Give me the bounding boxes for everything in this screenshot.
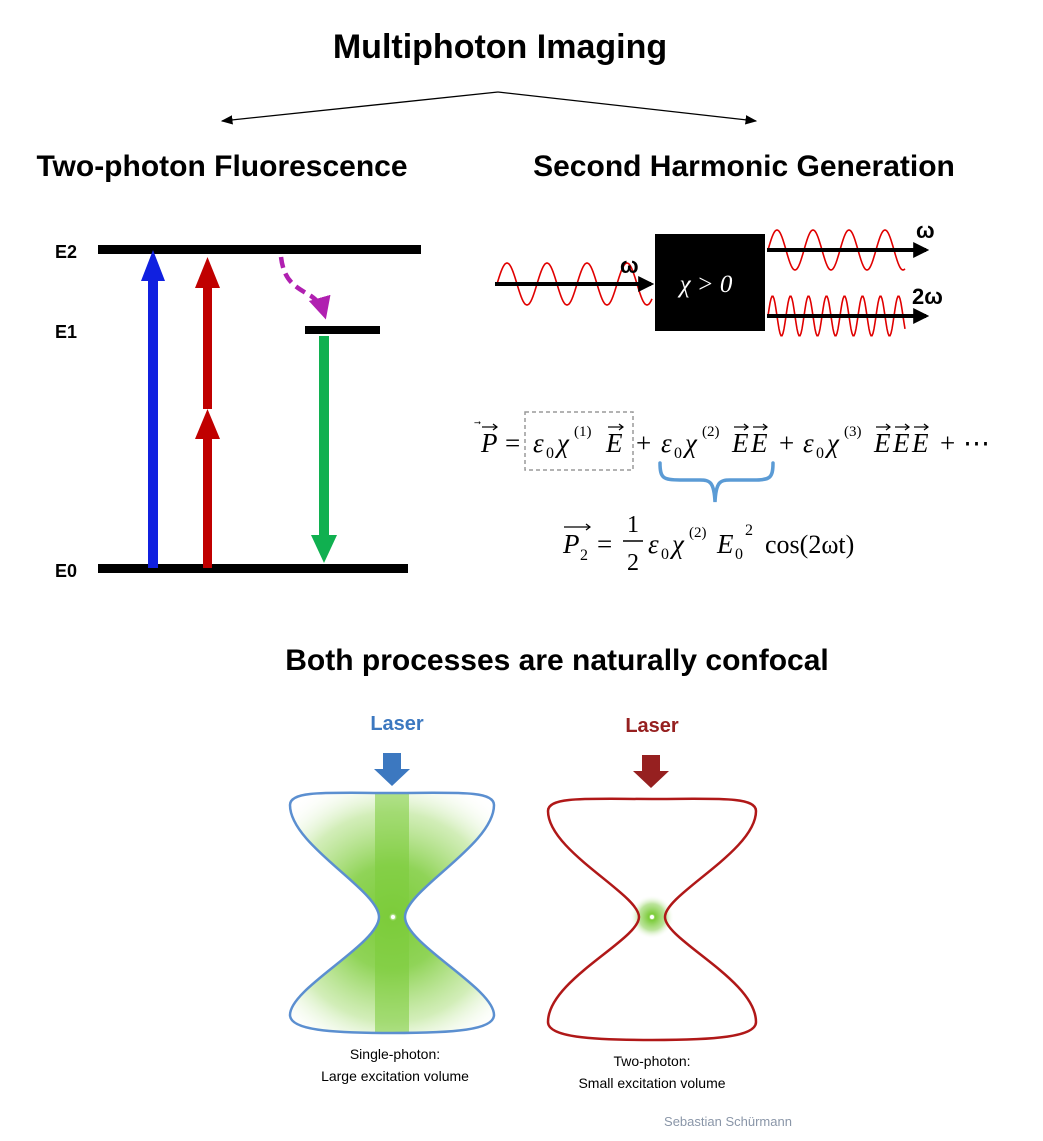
laser-label-right: Laser <box>625 715 679 737</box>
e1-label: E1 <box>55 322 77 342</box>
e0-level-line <box>98 564 408 573</box>
eq2-sub2: 2 <box>580 547 588 564</box>
eq2-sub0: 0 <box>661 546 669 563</box>
linear-term-box <box>524 411 634 471</box>
caption-left-line2: Large excitation volume <box>321 1068 469 1084</box>
eq2-numerator: 1 <box>627 512 639 538</box>
output-frequency-label-2: 2ω <box>912 284 943 309</box>
shg-diagram: ω χ > 0 ω 2ω <box>495 218 943 337</box>
eq-plus-2: + <box>779 428 794 458</box>
input-wave <box>496 262 653 306</box>
focal-point-right <box>650 915 654 919</box>
output-wave-second-harmonic <box>767 295 906 337</box>
eq-sub0-3: 0 <box>816 445 824 462</box>
single-photon-panel: Laser Single-photon: Large excitation vo… <box>288 713 496 1084</box>
eq2-e: E <box>716 529 734 559</box>
energy-level-diagram: E2 E1 E0 <box>55 242 421 581</box>
eq-p: P <box>480 428 498 458</box>
caption-left-line1: Single-photon: <box>350 1046 440 1062</box>
red-photon-arrow-lower <box>195 409 220 568</box>
output-frequency-label-1: ω <box>916 218 935 243</box>
eq2-cos: cos(2ωt) <box>765 530 854 559</box>
laser-arrow-right <box>633 755 669 788</box>
eq-sup3: (3) <box>844 424 862 440</box>
eq2-sup2: (2) <box>689 525 707 541</box>
shg-heading: Second Harmonic Generation <box>533 150 955 183</box>
caption-right-line2: Small excitation volume <box>578 1075 725 1091</box>
eq-plus-1: + <box>636 428 651 458</box>
eq2-e-sub0: 0 <box>735 546 743 563</box>
eq-sup2: (2) <box>702 424 720 440</box>
e1-level-line <box>305 326 380 334</box>
eq-chi-3: χ <box>824 428 840 458</box>
eq-sub0-2: 0 <box>674 445 682 462</box>
e2-label: E2 <box>55 242 77 262</box>
second-harmonic-equation: P 2 = 1 2 ε 0 χ (2) E 0 2 cos(2ωt) <box>562 512 854 576</box>
single-photon-beam-outline <box>288 791 496 1035</box>
red-photon-arrow-upper <box>195 257 220 409</box>
eq-chi-2: χ <box>682 428 698 458</box>
eq2-equals: = <box>597 529 612 559</box>
green-emission-arrow <box>311 336 337 563</box>
laser-label-left: Laser <box>370 713 424 735</box>
branch-arrows <box>220 91 758 125</box>
e2-level-line <box>98 245 421 254</box>
eq2-p: P <box>562 529 580 559</box>
eq-e-3a: E <box>873 428 891 458</box>
second-order-bracket <box>658 461 775 503</box>
eq-e-1: E <box>605 428 623 458</box>
polarization-equation: P ⃗ = ε 0 χ (1) E + ε 0 χ (2) E E + ε 0 … <box>474 411 990 471</box>
two-photon-beam-outline <box>546 797 758 1042</box>
eq2-e-sup2: 2 <box>745 522 753 539</box>
eq-e-2a: E <box>731 428 749 458</box>
eq-eps-1: ε <box>533 428 544 458</box>
eq-e-2b: E <box>750 428 768 458</box>
eq-eps-3: ε <box>803 428 814 458</box>
relaxation-arrow <box>278 256 331 320</box>
eq-chi-1: χ <box>554 428 570 458</box>
confocal-subtitle: Both processes are naturally confocal <box>285 644 829 677</box>
eq-e-3b: E <box>892 428 910 458</box>
author-credit: Sebastian Schürmann <box>664 1114 792 1129</box>
eq-eps-2: ε <box>661 428 672 458</box>
chi-label: χ > 0 <box>678 271 733 298</box>
two-photon-panel: Laser Two-photon: Small excitation volum… <box>546 715 758 1091</box>
two-photon-fluorescence-heading: Two-photon Fluorescence <box>36 150 407 183</box>
eq-sub0-1: 0 <box>546 445 554 462</box>
eq2-chi: χ <box>669 529 685 559</box>
eq2-eps: ε <box>648 529 659 559</box>
e0-label: E0 <box>55 561 77 581</box>
eq-ellipsis: ⋯ <box>963 428 990 458</box>
output-wave-fundamental <box>767 229 906 271</box>
eq-plus-3: + <box>940 428 955 458</box>
nonlinear-crystal-box <box>655 234 765 331</box>
laser-arrow-left <box>374 753 410 786</box>
caption-right-line1: Two-photon: <box>613 1053 690 1069</box>
eq2-denominator: 2 <box>627 550 639 576</box>
eq-sup1: (1) <box>574 424 592 440</box>
eq-e-3c: E <box>911 428 929 458</box>
input-frequency-label: ω <box>620 253 639 278</box>
eq-equals: = <box>505 428 520 458</box>
svg-text:⃗: ⃗ <box>474 421 481 425</box>
main-title: Multiphoton Imaging <box>333 28 667 66</box>
blue-excitation-arrow <box>141 250 165 568</box>
